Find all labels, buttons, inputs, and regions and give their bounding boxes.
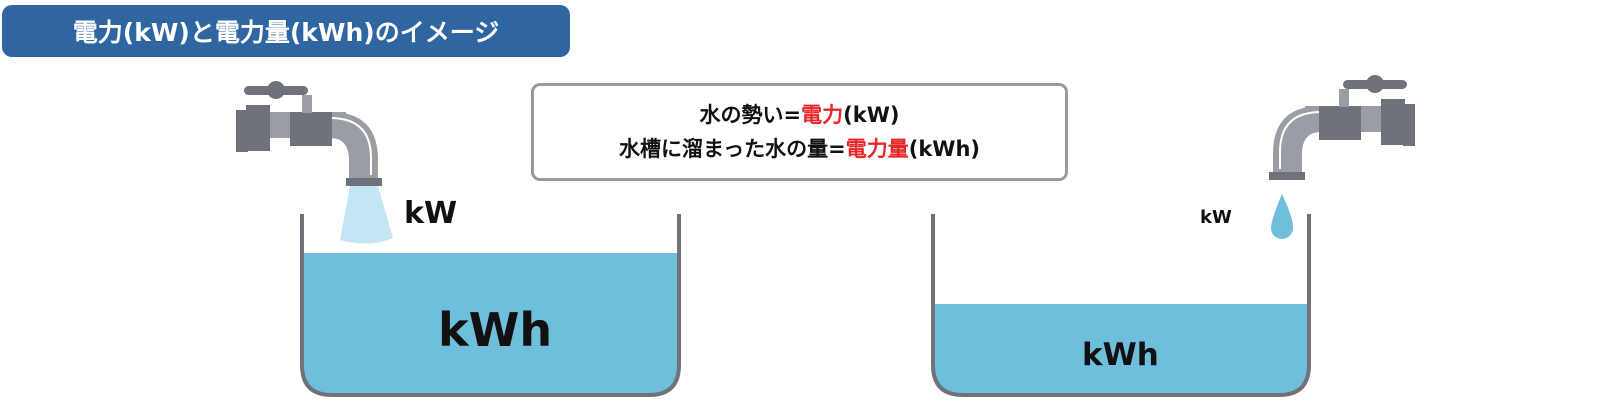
explanation-box: 水の勢い=電力(kW) 水槽に溜まった水の量=電力量(kWh) — [531, 83, 1068, 181]
right-tank-label: kWh — [1082, 337, 1159, 373]
right-tank — [931, 214, 1311, 397]
line1-suffix: (kW) — [843, 103, 900, 127]
left-flow-label: kW — [404, 196, 458, 231]
left-tank-label: kWh — [438, 303, 553, 357]
left-water-stream — [340, 186, 393, 244]
explanation-line-2: 水槽に溜まった水の量=電力量(kWh) — [619, 132, 980, 166]
left-tank-water — [302, 253, 679, 395]
line2-suffix: (kWh) — [908, 137, 981, 161]
line2-highlight: 電力量 — [845, 137, 909, 161]
right-faucet-icon — [1269, 75, 1415, 180]
right-flow-label: kW — [1200, 207, 1232, 228]
line1-prefix: 水の勢い= — [699, 103, 802, 127]
explanation-line-1: 水の勢い=電力(kW) — [700, 98, 900, 132]
left-faucet-icon — [236, 81, 393, 244]
line2-prefix: 水槽に溜まった水の量= — [618, 137, 846, 161]
water-drop-icon — [1271, 194, 1294, 239]
left-tank-wall — [300, 214, 681, 397]
line1-highlight: 電力 — [801, 103, 844, 127]
title-banner: 電力(kW)と電力量(kWh)のイメージ — [2, 5, 570, 57]
left-tank — [300, 214, 681, 397]
right-tank-water — [933, 304, 1309, 395]
right-tank-wall — [931, 214, 1311, 397]
